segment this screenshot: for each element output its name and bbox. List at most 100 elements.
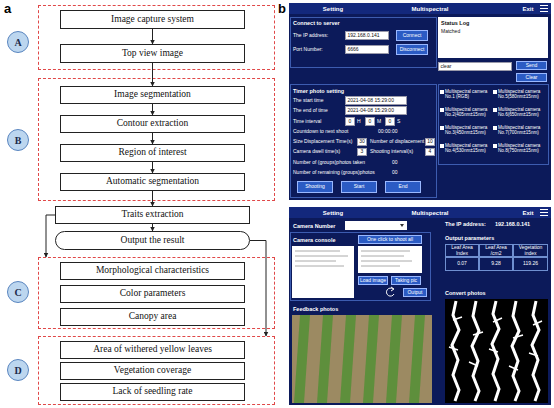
plant-mask bbox=[512, 301, 519, 401]
crop-row bbox=[363, 315, 379, 403]
box-label: Traits extraction bbox=[121, 210, 183, 220]
table-cell: Leaf Area Index bbox=[445, 244, 479, 257]
table-cell: 119.26 bbox=[513, 257, 548, 271]
group-frame: Area of withered yellow leavesVegetation… bbox=[38, 336, 275, 405]
box-label: Vegetation coverage bbox=[114, 366, 191, 376]
title-bar bbox=[289, 3, 551, 14]
menu-item: Exit bbox=[520, 4, 536, 14]
group-letter: D bbox=[7, 359, 29, 381]
field-caption: S bbox=[397, 119, 400, 125]
table-cell: 0.07 bbox=[445, 257, 479, 271]
field-caption: Number of displacement bbox=[370, 139, 424, 145]
plant-mask bbox=[532, 301, 539, 401]
title-bar bbox=[289, 207, 551, 218]
menu-icon bbox=[540, 5, 548, 6]
field-caption: 00:00:00 bbox=[378, 129, 397, 135]
checkbox bbox=[493, 126, 497, 130]
crop-row bbox=[340, 315, 356, 403]
process-box: Morphological characteristics bbox=[60, 262, 245, 280]
field-caption: Size Displacement Time(s) bbox=[293, 139, 352, 145]
console-list bbox=[292, 246, 354, 298]
group-letter: C bbox=[7, 281, 29, 303]
app-window bbox=[289, 3, 551, 200]
flow-arrow bbox=[152, 191, 153, 206]
panel-frame bbox=[291, 85, 437, 198]
dropdown bbox=[345, 221, 407, 230]
ui-button: Shooting bbox=[297, 181, 333, 193]
list-line bbox=[361, 266, 400, 267]
crop-row bbox=[386, 315, 402, 403]
panel-letter: a bbox=[4, 2, 11, 16]
menu-icon bbox=[540, 8, 548, 9]
ui-button: Output bbox=[403, 288, 427, 297]
table-cell: 9.28 bbox=[479, 257, 513, 271]
camera-option: Multispectral camera No.5(580nm±15nm) bbox=[498, 89, 548, 99]
menu-icon bbox=[540, 11, 548, 12]
field-caption: Time interval bbox=[293, 119, 321, 125]
ui-button: Taking pic bbox=[391, 276, 421, 285]
menu-icon bbox=[540, 215, 548, 216]
box-label: Output the result bbox=[121, 236, 185, 246]
list-line bbox=[361, 261, 412, 262]
menu-item: Exit bbox=[520, 208, 536, 218]
process-box: Lack of seedling rate bbox=[60, 383, 245, 401]
app-window bbox=[289, 207, 551, 405]
flow-arrow bbox=[152, 63, 153, 86]
camera-option: Multispectral camera No.1 (RGB) bbox=[445, 89, 493, 99]
process-box: Region of interest bbox=[60, 144, 245, 162]
input-field: 30 bbox=[357, 138, 367, 146]
box-label: Region of interest bbox=[118, 148, 186, 158]
field-caption: The IP address: bbox=[293, 33, 328, 39]
crop-row bbox=[409, 315, 425, 403]
process-box: Area of withered yellow leaves bbox=[60, 341, 245, 359]
menu-icon bbox=[540, 209, 548, 210]
camera-option: Multispectral camera No.4(530nm±15nm) bbox=[445, 143, 493, 153]
dropdown-arrow bbox=[400, 224, 404, 227]
field-caption: Number of remaining (groups)photos bbox=[293, 170, 375, 176]
flow-arrow bbox=[152, 29, 153, 44]
group-letter: A bbox=[7, 31, 29, 53]
menu-item: Setting bbox=[318, 4, 348, 14]
checkbox bbox=[493, 90, 497, 94]
leaf-mask bbox=[449, 317, 542, 370]
field-caption: Number of (groups)photos taken bbox=[293, 160, 365, 166]
input-field: 4 bbox=[425, 148, 435, 156]
input-field: 3 bbox=[357, 148, 367, 156]
input-field: 2021-04-08 15:29:00 bbox=[345, 106, 407, 115]
section-heading: Timer photo setting bbox=[293, 88, 344, 94]
box-label: Area of withered yellow leaves bbox=[93, 345, 212, 355]
camera-option: Multispectral camera No.3(450nm±15nm) bbox=[445, 125, 493, 135]
process-box: Image capture system bbox=[60, 10, 245, 29]
box-label: Top view image bbox=[122, 49, 183, 59]
box-label: Image capture system bbox=[111, 15, 194, 25]
menu-item: Setting bbox=[318, 208, 348, 218]
section-heading: Camera Number bbox=[293, 223, 336, 229]
process-box: Image segmentation bbox=[60, 86, 245, 104]
input-field: 0 bbox=[345, 117, 355, 126]
checkbox bbox=[440, 108, 444, 112]
field-caption: Port Number: bbox=[293, 47, 323, 53]
box-label: Color parameters bbox=[120, 289, 186, 299]
flow-arrow bbox=[152, 162, 153, 173]
process-box: Canopy area bbox=[60, 308, 245, 326]
menu-item: Multispectral bbox=[405, 208, 455, 218]
checkbox bbox=[440, 126, 444, 130]
camera-option: Multispectral camera No.7(700nm±15nm) bbox=[498, 125, 548, 135]
input-field: clear bbox=[438, 62, 512, 71]
ui-button: Disconnect bbox=[396, 44, 428, 55]
list-line bbox=[295, 251, 340, 252]
ui-button: End bbox=[385, 181, 421, 193]
table-cell: Vegetation index bbox=[513, 244, 548, 257]
binary-photo bbox=[445, 299, 548, 403]
field-caption: The end of time bbox=[293, 108, 328, 114]
input-field: 10 bbox=[425, 138, 435, 146]
panel-frame bbox=[439, 85, 549, 165]
box-label: Morphological characteristics bbox=[96, 266, 209, 276]
group-frame: Morphological characteristicsColor param… bbox=[38, 257, 275, 329]
process-box: Automatic segmentation bbox=[60, 173, 245, 191]
input-field: 0 bbox=[365, 117, 375, 126]
ui-button: Send bbox=[516, 61, 547, 70]
box-label: Lack of seedling rate bbox=[113, 387, 193, 397]
list-line bbox=[295, 256, 348, 257]
